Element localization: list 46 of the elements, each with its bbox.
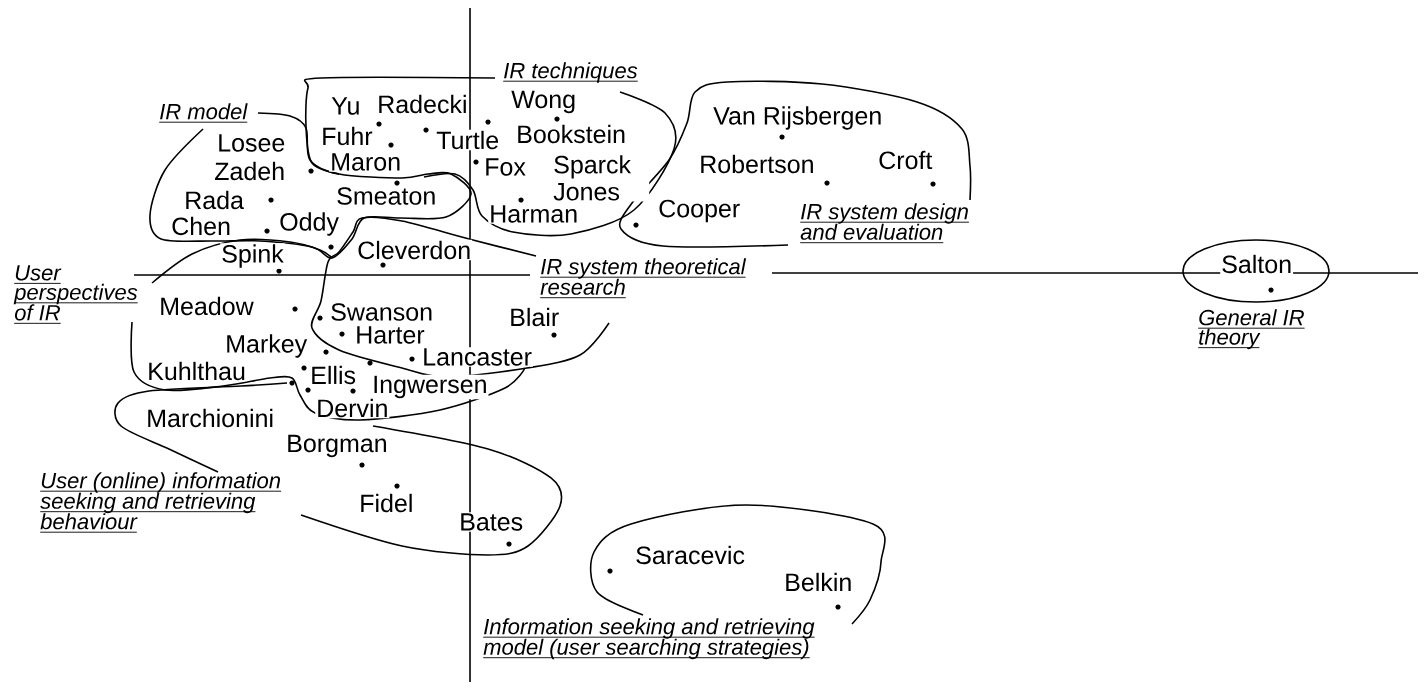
cluster-label: General IR theory <box>1197 309 1306 350</box>
author-name: Bates <box>458 512 525 532</box>
cluster-label: IR techniques <box>502 62 639 83</box>
author-name: Belkin <box>783 571 854 593</box>
author-name: Marchionini <box>145 407 276 429</box>
author-name: Losee <box>216 133 287 153</box>
author-name: Kuhlthau <box>146 360 247 382</box>
author-name: Fuhr <box>320 125 374 147</box>
author-name: Ellis <box>309 364 358 386</box>
author-name: Chen <box>170 215 232 237</box>
cluster-label: IR model <box>158 103 248 123</box>
author-name: Markey <box>224 333 309 359</box>
author-name: Smeaton <box>335 186 438 206</box>
author-name: Oddy <box>278 211 340 237</box>
author-name: Lancaster <box>421 347 533 367</box>
author-name: Salton <box>1220 253 1294 275</box>
cluster-label: User (online) information seeking and retrieving behaviour <box>39 472 282 533</box>
cluster-label: IR system theoretical research <box>539 258 747 299</box>
author-name: Rada <box>183 189 245 211</box>
author-name: Cleverdon <box>356 239 473 261</box>
author-name: Yu <box>330 96 362 116</box>
author-name: Borgman <box>285 433 389 459</box>
author-name: Radecki <box>376 93 469 115</box>
author-name: Zadeh <box>213 160 287 182</box>
author-name: Dervin <box>315 397 390 419</box>
author-name: Bookstein <box>515 123 627 145</box>
author-name: Saracevic <box>634 544 746 566</box>
author-name: Turtle <box>435 129 501 151</box>
author-name: Sparck Jones <box>552 154 650 202</box>
author-name: Cooper <box>657 198 742 224</box>
author-name: Harter <box>354 325 426 345</box>
author-name: Swanson <box>329 302 435 322</box>
author-name: Croft <box>877 149 934 171</box>
author-name: Harman <box>488 204 580 224</box>
author-name: Robertson <box>698 153 816 175</box>
cluster-label: Information seeking and retrieving model (user searching strategies) <box>482 618 816 660</box>
author-name: Meadow <box>158 295 255 317</box>
author-name: Spink <box>220 243 285 269</box>
cluster-label: IR system design and evaluation <box>799 203 970 244</box>
author-name: Blair <box>508 306 561 328</box>
author-name: Wong <box>510 89 578 115</box>
author-name: Fox <box>483 157 527 177</box>
author-name: Maron <box>329 152 403 172</box>
cluster-label: User perspectives of IR <box>13 265 139 324</box>
author-name: Fidel <box>358 492 415 514</box>
author-name: Van Rijsbergen <box>712 105 884 131</box>
